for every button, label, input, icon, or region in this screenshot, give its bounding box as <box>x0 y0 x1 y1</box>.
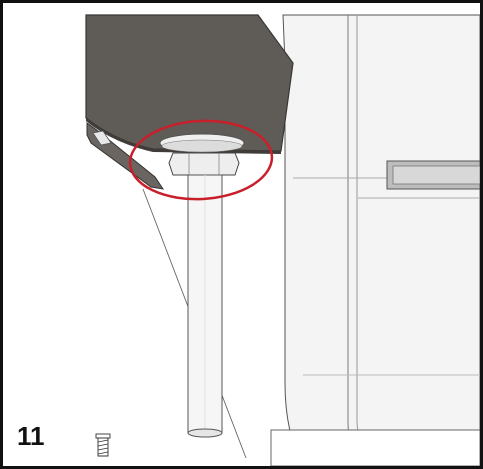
highlight-circle <box>128 119 274 201</box>
screw-icon <box>95 433 111 457</box>
step-number: 11 <box>17 421 45 451</box>
hex-nut <box>168 152 240 176</box>
cabinet-panel <box>270 14 480 466</box>
left-bracket <box>86 122 165 190</box>
washer <box>159 133 245 153</box>
top-plate <box>85 14 294 154</box>
assembly-illustration <box>85 14 480 466</box>
threaded-rod <box>187 174 223 438</box>
